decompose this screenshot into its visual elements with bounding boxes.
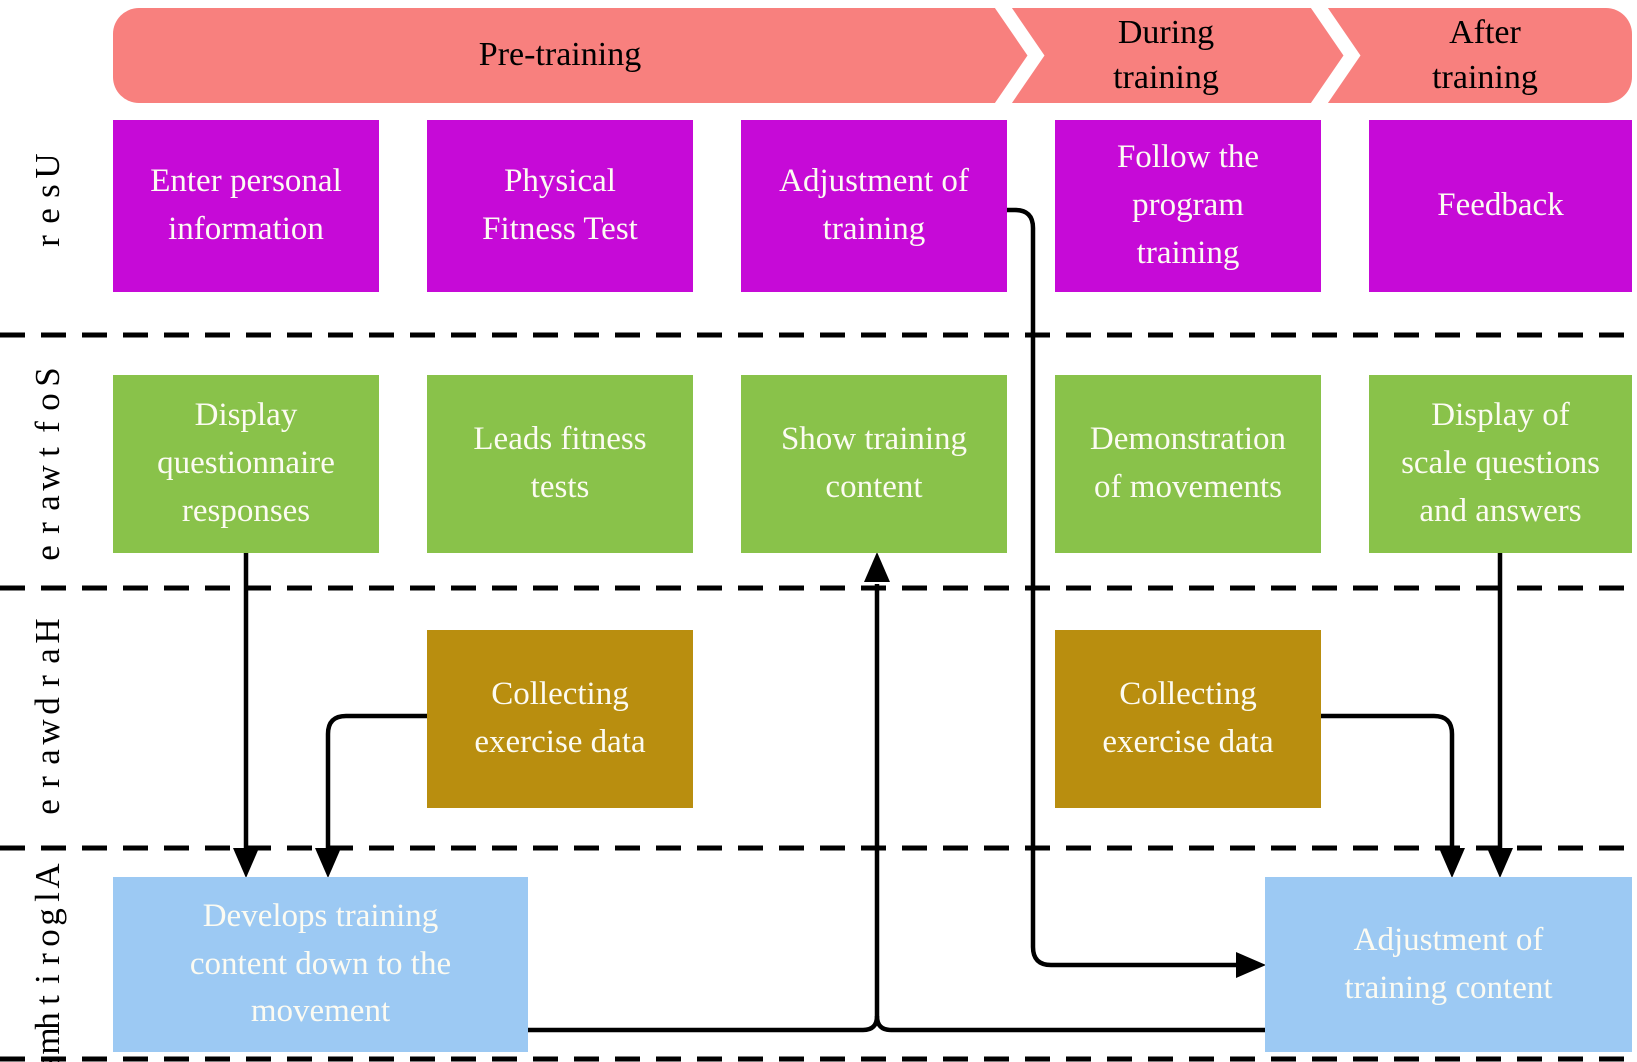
node-enter-personal-information: Enter personal information bbox=[113, 120, 379, 292]
arrowheads bbox=[233, 552, 1513, 978]
phase-label-after-training: After training bbox=[1432, 14, 1538, 96]
node-show-training-content: Show training content bbox=[741, 375, 1007, 553]
node-adjustment-training-content: Adjustment of training content bbox=[1265, 877, 1632, 1052]
connector-collect2-to-adjust-content bbox=[1321, 713, 1455, 850]
node-develops-training-content: Develops training content down to the mo… bbox=[113, 877, 528, 1052]
phase-banner bbox=[113, 8, 1632, 103]
arrowhead-down-2 bbox=[315, 848, 341, 878]
arrowhead-down-4 bbox=[1487, 848, 1513, 878]
connector-adjust-training-to-adjust-content bbox=[1007, 207, 1238, 968]
arrowhead-right-1 bbox=[1236, 952, 1266, 978]
node-adjustment-of-training: Adjustment of training bbox=[741, 120, 1007, 292]
node-collecting-exercise-data-pre: Collecting exercise data bbox=[427, 630, 693, 808]
arrowhead-down-1 bbox=[233, 848, 259, 878]
node-collecting-exercise-data-during: Collecting exercise data bbox=[1055, 630, 1321, 808]
lane-dividers bbox=[0, 332, 1637, 1062]
node-feedback: Feedback bbox=[1369, 120, 1632, 292]
node-demonstration-of-movements: Demonstration of movements bbox=[1055, 375, 1321, 553]
phase-chevron-separator-2 bbox=[1310, 0, 1361, 112]
node-follow-program-training: Follow the program training bbox=[1055, 120, 1321, 292]
connector-collect1-to-develop bbox=[325, 713, 427, 850]
node-display-scale-questions-answers: Display of scale questions and answers bbox=[1369, 375, 1632, 553]
phase-label-during-training: During training bbox=[1113, 14, 1219, 96]
node-physical-fitness-test: Physical Fitness Test bbox=[427, 120, 693, 292]
phase-label-pre-training: Pre-training bbox=[478, 36, 642, 74]
connectors bbox=[243, 207, 1503, 1033]
node-leads-fitness-tests: Leads fitness tests bbox=[427, 375, 693, 553]
arrowhead-up-1 bbox=[864, 552, 890, 582]
arrowhead-down-3 bbox=[1439, 848, 1465, 878]
phase-chevron-separator-1 bbox=[994, 0, 1045, 112]
connector-develop-to-adjust-content bbox=[874, 1015, 1265, 1033]
node-display-questionnaire-responses: Display questionnaire responses bbox=[113, 375, 379, 553]
